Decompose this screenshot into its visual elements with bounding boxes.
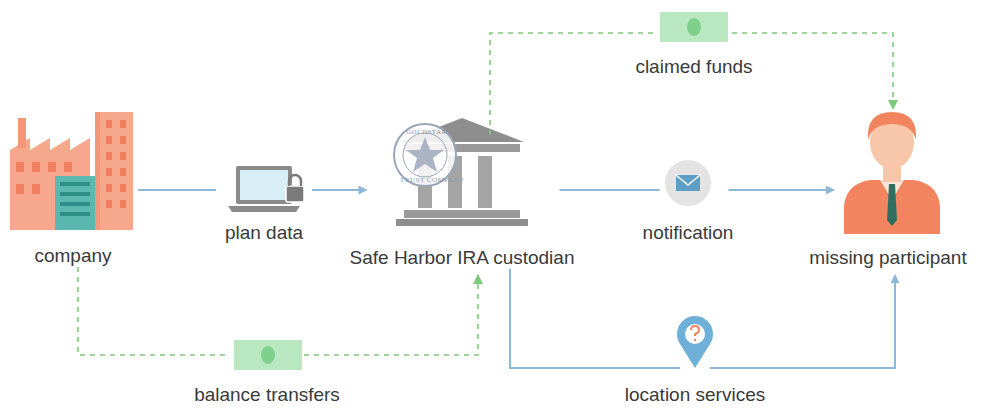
connector (490, 33, 656, 135)
node-label: Safe Harbor IRA custodian (348, 247, 577, 269)
connector (732, 33, 893, 109)
plan-data-node: plan data (216, 160, 312, 244)
person-icon (844, 112, 940, 234)
connector (138, 189, 216, 191)
connector (78, 267, 230, 355)
node-label: company (32, 245, 113, 267)
laptop-icon (228, 166, 304, 212)
seal-text: TRUST COMPANY (400, 176, 465, 184)
node-label: balance transfers (192, 384, 342, 406)
claimed-funds-node: claimed funds (624, 8, 764, 78)
connector (710, 275, 895, 368)
seal-text: GOLDSTAR (406, 128, 447, 136)
node-label: notification (641, 222, 736, 244)
connector (312, 189, 367, 191)
company-node: company (8, 105, 138, 267)
connector (559, 189, 659, 191)
connector (510, 269, 680, 368)
location-services-node: location services (606, 312, 784, 406)
envelope-icon (665, 160, 711, 206)
node-label: claimed funds (633, 56, 754, 78)
node-label: missing participant (807, 247, 968, 269)
node-label: plan data (223, 222, 305, 244)
connector (304, 275, 478, 355)
bank-icon (394, 118, 528, 226)
money-icon (234, 340, 302, 370)
notification-node: notification (638, 158, 739, 244)
connector (728, 189, 834, 191)
pin-icon (677, 316, 713, 368)
balance-transfers-node: balance transfers (182, 336, 352, 406)
company-icon (10, 112, 133, 230)
participant-node: missing participant (796, 105, 980, 269)
custodian-node: Safe Harbor IRA custodian (345, 115, 580, 269)
money-icon (660, 12, 728, 42)
node-label: location services (623, 384, 767, 406)
